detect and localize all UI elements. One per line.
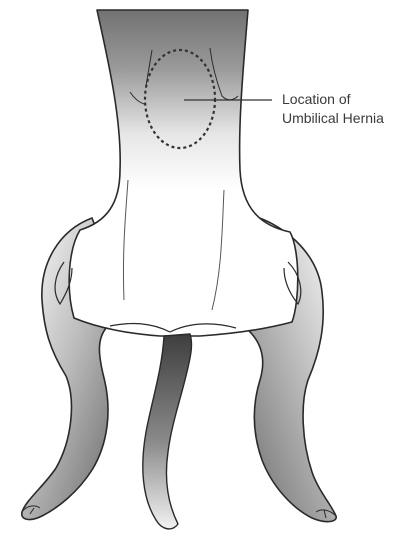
hernia-callout-label: Location of Umbilical Hernia [282,90,384,128]
tail [143,334,192,529]
dog-abdomen [69,10,298,336]
callout-line-2: Umbilical Hernia [282,109,384,128]
callout-line-1: Location of [282,90,384,109]
